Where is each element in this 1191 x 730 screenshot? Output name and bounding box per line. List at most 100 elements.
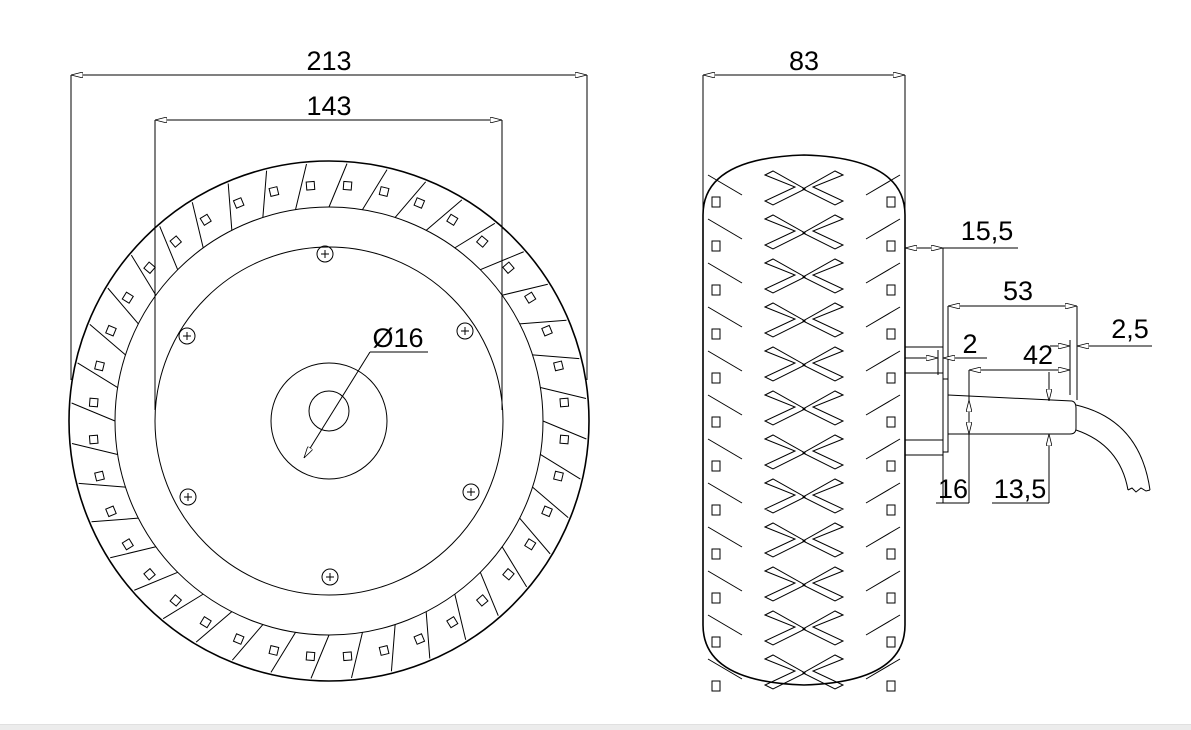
tread-groove <box>865 570 901 592</box>
tread-groove <box>865 614 901 636</box>
front-view: 213 143 Ø16 <box>68 46 590 682</box>
tread-block <box>541 324 553 337</box>
tread-groove <box>394 181 427 218</box>
tread-groove <box>865 350 901 372</box>
dimension-tire-width: 83 <box>789 46 819 76</box>
tread-groove <box>865 174 901 196</box>
tread-block <box>305 180 316 191</box>
screw-cross <box>326 573 334 581</box>
tread-block <box>886 636 896 648</box>
tread-chevron <box>763 346 807 382</box>
tread-block <box>711 416 721 428</box>
dimension-flat-width: 13,5 <box>994 474 1047 504</box>
tread-groove <box>707 526 743 548</box>
tread-groove <box>454 594 467 640</box>
tread-groove <box>865 306 901 328</box>
tread-groove <box>78 482 126 488</box>
cable-outer <box>1075 404 1151 491</box>
tread-groove <box>519 319 567 325</box>
tread-block <box>502 261 515 275</box>
tread-groove <box>454 222 496 249</box>
tread-block <box>169 594 183 607</box>
tread-chevron <box>801 566 845 602</box>
tread-block <box>121 538 134 551</box>
tread-block <box>711 680 721 692</box>
tire-side-outline <box>702 154 906 686</box>
tread-chevron <box>763 566 807 602</box>
dimension-overall-diameter: 213 <box>306 46 351 76</box>
tread-groove <box>707 482 743 504</box>
tread-groove <box>425 611 431 659</box>
tread-chevron <box>763 654 807 690</box>
tread-block <box>446 616 459 629</box>
tread-groove <box>130 254 157 296</box>
tread-groove <box>191 202 204 248</box>
tread-block <box>268 645 280 656</box>
tread-groove <box>707 218 743 240</box>
tread-groove <box>865 658 901 680</box>
tread-groove <box>865 482 901 504</box>
screw-cross <box>467 488 475 496</box>
tread-block <box>502 567 515 581</box>
screw-cross <box>461 327 469 335</box>
tread-groove <box>707 350 743 372</box>
tread-block <box>711 240 721 252</box>
tread-groove <box>707 174 743 196</box>
tread-block <box>886 592 896 604</box>
tread-groove <box>540 387 587 399</box>
tread-block <box>886 284 896 296</box>
tread-block <box>886 240 896 252</box>
tread-block <box>711 196 721 208</box>
tread-groove <box>707 394 743 416</box>
tread-chevron <box>801 302 845 338</box>
side-tread-pattern <box>707 170 901 692</box>
dimension-end-offset: 2,5 <box>1111 314 1149 344</box>
tread-block <box>232 633 245 645</box>
tread-groove <box>707 614 743 636</box>
cable-inner <box>1075 429 1129 491</box>
tread-groove <box>501 546 528 588</box>
tread-block <box>711 504 721 516</box>
tread-block <box>342 180 353 191</box>
tread-groove <box>865 438 901 460</box>
tread-chevron <box>763 390 807 426</box>
tread-block <box>143 567 156 581</box>
tread-block <box>446 213 459 226</box>
tread-chevron <box>801 434 845 470</box>
axle-hole <box>308 390 350 432</box>
tread-block <box>711 328 721 340</box>
tread-chevron <box>801 390 845 426</box>
tread-chevron <box>801 170 845 206</box>
tread-groove <box>707 306 743 328</box>
tread-groove <box>77 362 118 388</box>
screw-cross <box>321 250 329 258</box>
tread-block <box>475 594 489 607</box>
tread-groove <box>328 163 348 208</box>
tread-block <box>886 548 896 560</box>
tread-groove <box>707 658 743 680</box>
tread-chevron <box>763 258 807 294</box>
rim-outline <box>154 246 504 596</box>
tread-groove <box>91 517 139 523</box>
tread-groove <box>134 571 178 591</box>
tread-groove <box>540 454 581 480</box>
motor-shaft <box>947 394 1077 435</box>
tread-groove <box>362 169 388 210</box>
tread-block <box>541 505 553 518</box>
tread-block <box>105 324 117 337</box>
hub-outline <box>270 362 388 480</box>
tread-block <box>94 470 105 482</box>
screw-icon <box>316 245 334 263</box>
tread-block <box>305 651 316 662</box>
bearing-housing <box>904 346 944 456</box>
tread-chevron <box>763 170 807 206</box>
screws <box>178 245 480 586</box>
dimension-axle-diameter: Ø16 <box>372 323 423 353</box>
tread-groove <box>195 611 233 643</box>
tread-block <box>886 328 896 340</box>
tread-groove <box>107 287 139 325</box>
tread-groove <box>270 632 296 673</box>
screw-icon <box>462 483 480 501</box>
tread-chevron <box>801 346 845 382</box>
dimension-hub-offset: 15,5 <box>961 216 1014 246</box>
